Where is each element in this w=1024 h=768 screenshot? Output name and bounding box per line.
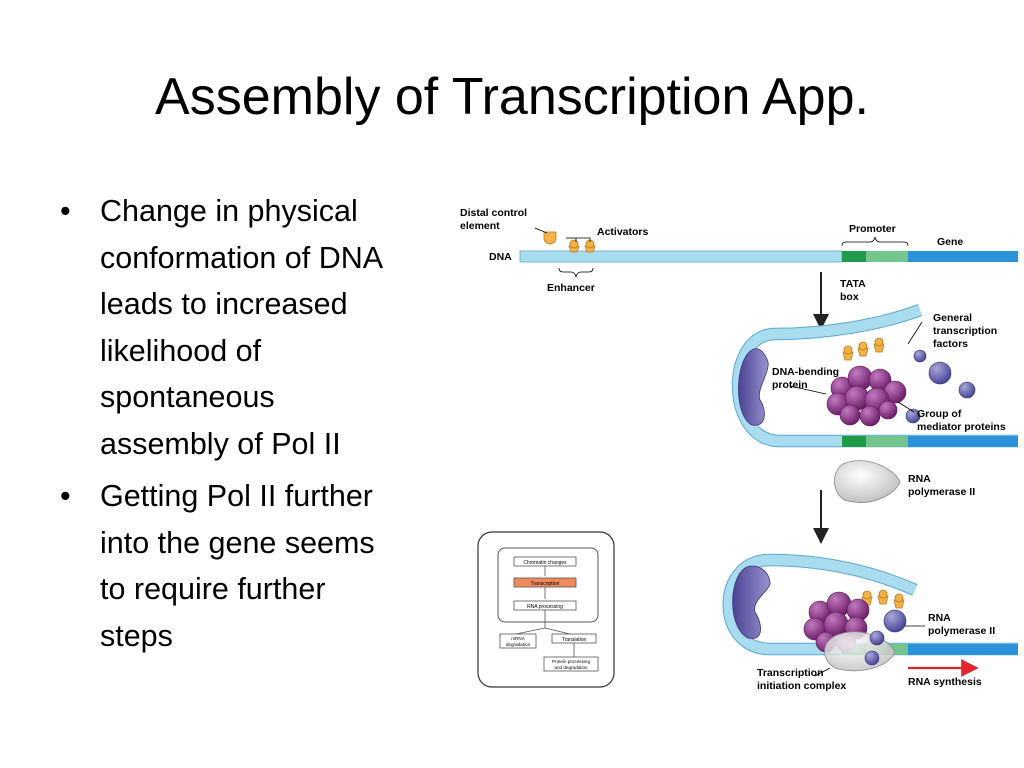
flow-protein-processing-label: Protein processing [552,659,590,664]
bullet-dot-icon: • [60,479,71,513]
bullet-line: steps [100,618,173,653]
tata-box-label: TATA [840,278,866,290]
enhancer-label: Enhancer [547,282,595,294]
dna-label: DNA [489,251,512,263]
rna-polymerase-label: RNA [908,473,931,485]
flow-protein-processing-label: and degradation [554,665,588,670]
flow-translation-label: Translation [562,637,587,643]
gene-label: Gene [937,236,963,248]
dna-bending-protein-icon [738,348,769,426]
mediator-label: mediator proteins [917,421,1006,433]
flow-mrna-degradation-label: degradation [506,642,531,647]
gtf-label: factors [933,338,968,350]
rna-polymerase-label: polymerase II [928,625,995,637]
rna-polymerase-label: polymerase II [908,486,975,498]
activators-icon [861,589,905,609]
distal-control-label: Distal control [460,207,527,219]
middle-looped-dna [731,304,1018,448]
bullet-line: spontaneous [100,380,275,414]
initiation-complex-label: Transcription [757,667,824,679]
bullet-list: • Change in physical conformation of DNA… [58,188,470,665]
mediator-label: Group of [917,408,962,420]
promoter-label: Promoter [849,223,896,235]
dna-bending-label: protein [772,379,808,391]
general-transcription-factors-icon [864,609,907,666]
gtf-label: transcription [933,325,997,337]
bullet-line: leads to increased [100,287,348,321]
bullet-line: into the gene seems [100,525,375,560]
flow-mrna-degradation-label: mRNA [511,636,525,641]
bullet-line: conformation of DNA [100,240,384,275]
flow-rna-processing-label: RNA processing [527,604,563,610]
initiation-complex-label: initiation complex [757,680,846,692]
bullet-item: • Getting Pol II further into the gene s… [58,473,470,659]
bullet-line: to require further [100,572,326,606]
rna-polymerase-icon [824,631,896,672]
rna-synthesis-label: RNA synthesis [908,676,982,688]
bullet-dot-icon: • [60,194,71,228]
tata-box-label: box [840,291,859,303]
bullet-line: assembly of Pol II [100,426,341,461]
inset-flowchart: Chromatin changes Transcription RNA proc… [477,531,615,688]
general-transcription-factors-icon [905,349,976,424]
distal-control-label: element [460,220,500,232]
activators-icon [842,337,885,361]
flow-transcription-label: Transcription [531,581,560,587]
mediator-proteins-icon [826,365,907,427]
dna-bending-protein-icon [732,565,771,639]
flow-chromatin-label: Chromatin changes [523,560,567,566]
top-dna-strand [519,250,1018,263]
rna-polymerase-icon [834,460,901,503]
bullet-line: likelihood of [100,333,262,368]
slide-title: Assembly of Transcription App. [155,68,869,126]
activators-label: Activators [597,226,649,238]
rna-polymerase-label: RNA [928,612,951,624]
bullet-line: Getting Pol II further [100,479,373,513]
bullet-item: • Change in physical conformation of DNA… [58,188,470,467]
gtf-label: General [933,312,972,324]
activators-icon [543,231,596,253]
dna-bending-label: DNA-bending [772,366,839,378]
bullet-line: Change in physical [100,194,358,228]
